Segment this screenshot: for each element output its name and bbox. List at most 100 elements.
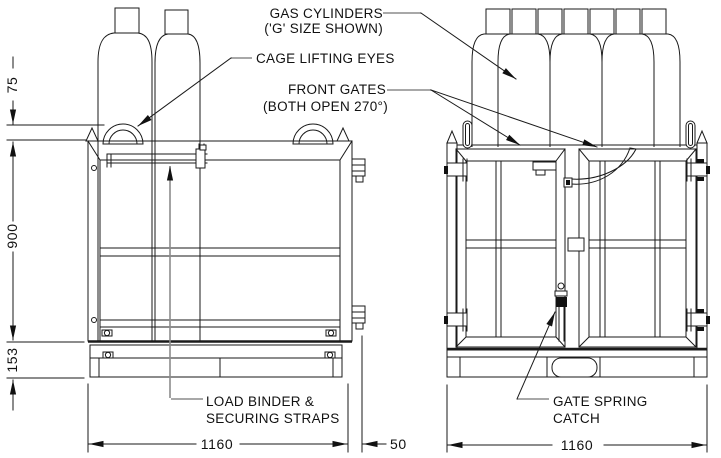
lifting-eye-edge-inner: [688, 123, 693, 146]
catch-ring: [557, 282, 565, 290]
gas-cylinder: [154, 33, 201, 341]
hinge-nub: [697, 177, 704, 181]
catch-flange: [554, 290, 568, 297]
extension-lines: [87, 383, 349, 453]
gas-cylinder-front: [601, 33, 655, 152]
gate-top-latch: [532, 161, 557, 171]
pallet-lines: [89, 357, 343, 378]
front-gates-leader: [430, 89, 598, 148]
dim-1160-left: 1160: [201, 436, 234, 452]
front-view: [444, 8, 710, 378]
gas-cylinder: [97, 32, 153, 341]
hinge-nub: [697, 309, 704, 313]
lifting-eye: [102, 123, 144, 145]
front-gate-left: [455, 148, 566, 348]
gate-hose-loop: [563, 147, 637, 188]
side-view-lifting-eyes: [102, 123, 334, 145]
hinge-pin: [355, 322, 364, 330]
dim-153: 153: [4, 347, 20, 372]
corner-casting: [336, 126, 350, 142]
front-view-base: [446, 347, 708, 378]
catch-body: [556, 297, 567, 307]
hinge-nub: [697, 327, 704, 331]
gate-frame: [578, 148, 697, 348]
foot-bolt: [104, 351, 112, 359]
load-binder-label: LOAD BINDER &: [206, 394, 314, 409]
cylinder-cap: [589, 8, 615, 35]
lifting-eye-inner: [298, 129, 328, 145]
gate-spring-catch-label: GATE SPRING: [553, 394, 648, 409]
cylinder-cap: [563, 8, 589, 35]
lifting-eyes-leader: [137, 57, 232, 127]
side-view-cage-frame: [85, 126, 353, 343]
lifting-eye-edge-inner: [465, 123, 470, 146]
lifting-eye-edge: [462, 120, 473, 149]
side-view: [85, 7, 366, 378]
hinge-bolt: [444, 316, 448, 324]
bolt-hole: [91, 317, 97, 323]
cylinder-cap: [511, 8, 537, 35]
front-gates-label-2: (BOTH OPEN 270°): [263, 99, 388, 114]
hinge-pin: [355, 175, 364, 183]
lifting-eye-edge: [685, 120, 696, 149]
hinge-strap: [462, 158, 468, 182]
vertical-dimension-group: 75 900 153: [4, 56, 105, 411]
corner-posts: [446, 142, 708, 351]
hose-fitting-bolt: [566, 180, 570, 185]
side-view-hinge-hardware: [351, 158, 366, 330]
side-view-base: [89, 329, 343, 378]
front-view-hinges: [444, 158, 710, 332]
dim-75: 75: [4, 77, 20, 94]
dim-900: 900: [4, 223, 20, 248]
leader-lines: [137, 12, 598, 400]
cage-lifting-eyes-label: CAGE LIFTING EYES: [256, 51, 395, 66]
gate-top-latch-tab: [535, 169, 546, 176]
fork-pocket: [551, 357, 598, 378]
pallet-lines: [446, 356, 708, 378]
corner-casting: [446, 129, 458, 144]
front-gate-right: [578, 148, 697, 348]
cylinder-cap: [537, 8, 563, 35]
dim-50: 50: [390, 436, 407, 452]
gas-cylinders-leader: [420, 12, 517, 80]
gate-spring-catch-label-2: CATCH: [553, 411, 600, 426]
cylinder-cap: [114, 7, 140, 34]
binder-bar: [106, 143, 208, 168]
hinge-block: [446, 162, 468, 177]
cylinder-cap: [615, 8, 641, 35]
side-view-cylinders: [97, 7, 201, 341]
corner-casting: [696, 129, 708, 144]
lifting-eye: [292, 123, 334, 145]
strap-anchor-bolt: [103, 329, 111, 337]
cylinder-cap: [164, 9, 189, 35]
hinge-strap: [686, 158, 692, 182]
front-width-dimension: 1160: [446, 384, 708, 453]
hinge-strap: [686, 308, 692, 332]
lifting-eye-inner: [108, 129, 138, 145]
front-gates-leader: [430, 89, 521, 146]
bolt-hole: [91, 165, 97, 171]
binder-ratchet: [195, 148, 206, 169]
strap-anchor-bolt: [327, 329, 335, 337]
catch-rod: [558, 306, 565, 342]
hinge-bolt: [444, 166, 448, 174]
gas-cylinders-label: GAS CYLINDERS: [270, 6, 383, 21]
side-width-dimension: 1160: [87, 383, 349, 453]
hinge-strap: [462, 308, 468, 332]
gate-spring-leader: [516, 311, 556, 400]
gas-cylinders-label-2: ('G' SIZE SHOWN): [264, 21, 383, 36]
cylinder-cap: [485, 8, 511, 35]
hinge-block: [351, 158, 366, 177]
hinge-block: [686, 312, 708, 327]
front-view-cylinders: [471, 8, 681, 152]
dim-1160-right: 1160: [561, 437, 594, 453]
gate-spring-catch-part: [554, 282, 568, 342]
hinge-block: [446, 312, 468, 327]
hose-arc: [570, 147, 637, 185]
gate-latch-plate: [567, 237, 585, 252]
hinge-nub: [697, 159, 704, 163]
load-binder-label-2: SECURING STRAPS: [206, 411, 340, 426]
gate-frame: [455, 148, 566, 348]
gas-cylinder-front: [549, 33, 603, 152]
